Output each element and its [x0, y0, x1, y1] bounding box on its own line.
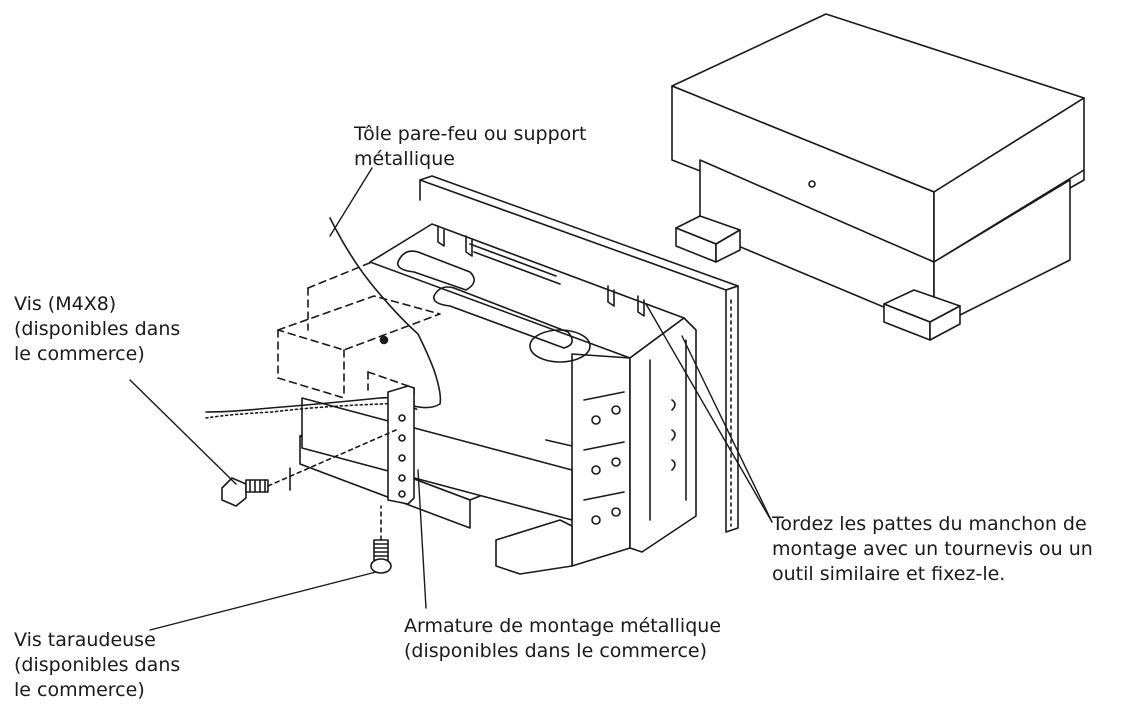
label-screw-m4x8-line3: le commerce) — [14, 343, 145, 365]
label-tabs-line1: Tordez les pattes du manchon de — [772, 513, 1087, 535]
chassis-block — [289, 397, 573, 575]
label-firewall: Tôle pare-feu ou support métallique — [354, 122, 587, 172]
label-firewall-line2: métallique — [354, 148, 455, 170]
label-bracket-line1: Armature de montage métallique — [404, 615, 722, 637]
label-tabs-instruction: Tordez les pattes du manchon de montage … — [772, 512, 1093, 587]
screw-tapping — [370, 505, 392, 574]
head-unit — [671, 13, 1085, 341]
label-bracket-line2: (disponibles dans le commerce) — [404, 640, 708, 662]
label-tapping-screw-line3: le commerce) — [14, 679, 145, 701]
mounting-sleeve — [369, 223, 697, 567]
label-tabs-line2: montage avec un tournevis ou un — [772, 538, 1093, 560]
label-tapping-screw: Vis taraudeuse (disponibles dans le comm… — [14, 628, 180, 703]
label-screw-m4x8: Vis (M4X8) (disponibles dans le commerce… — [14, 292, 180, 367]
leader-lines — [129, 167, 773, 631]
label-tapping-screw-line2: (disponibles dans — [14, 654, 181, 676]
label-bracket: Armature de montage métallique (disponib… — [404, 614, 721, 664]
label-screw-m4x8-line1: Vis (M4X8) — [14, 293, 117, 315]
metal-bracket — [379, 335, 415, 505]
label-firewall-line1: Tôle pare-feu ou support — [354, 123, 587, 145]
label-tabs-line3: outil similaire et fixez-le. — [772, 563, 1006, 585]
screw-m4x8 — [221, 429, 397, 507]
label-screw-m4x8-line2: (disponibles dans — [14, 318, 181, 340]
firewall-cutaway — [205, 217, 442, 419]
firewall-panel — [419, 175, 739, 533]
label-tapping-screw-line1: Vis taraudeuse — [14, 629, 156, 651]
